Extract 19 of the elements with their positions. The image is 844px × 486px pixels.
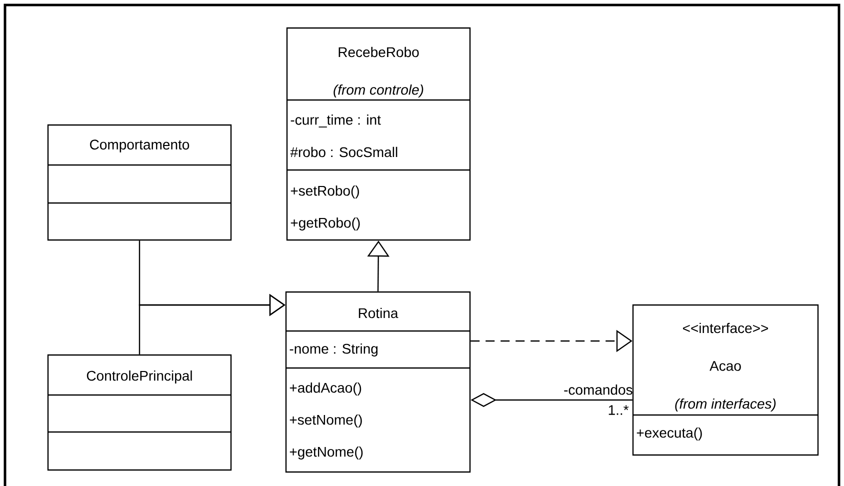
edge-label: -comandos — [564, 384, 632, 395]
multiplicity-label: 1..* — [608, 405, 629, 415]
package-note: (from controle) — [334, 84, 424, 98]
member-text: +setRobo() — [290, 185, 359, 199]
member-text: +getNome() — [290, 446, 363, 460]
member-text: +addAcao() — [290, 382, 362, 396]
class-name: Acao — [710, 361, 741, 371]
class-name: Rotina — [358, 308, 398, 318]
class-name: RecebeRobo — [338, 46, 419, 58]
class-name: ControlePrincipal — [86, 370, 192, 384]
member-text: +setNome() — [290, 414, 362, 428]
class-name: <<interface>> — [683, 322, 768, 334]
member-text: +executa() — [636, 427, 702, 441]
package-note: (from interfaces) — [675, 398, 776, 412]
member-text: #robo : SocSmall — [290, 146, 398, 158]
class-name: Comportamento — [90, 140, 190, 152]
member-text: +getRobo() — [290, 217, 360, 231]
member-text: -nome : String — [290, 343, 378, 357]
member-text: -curr_time : int — [290, 114, 381, 128]
